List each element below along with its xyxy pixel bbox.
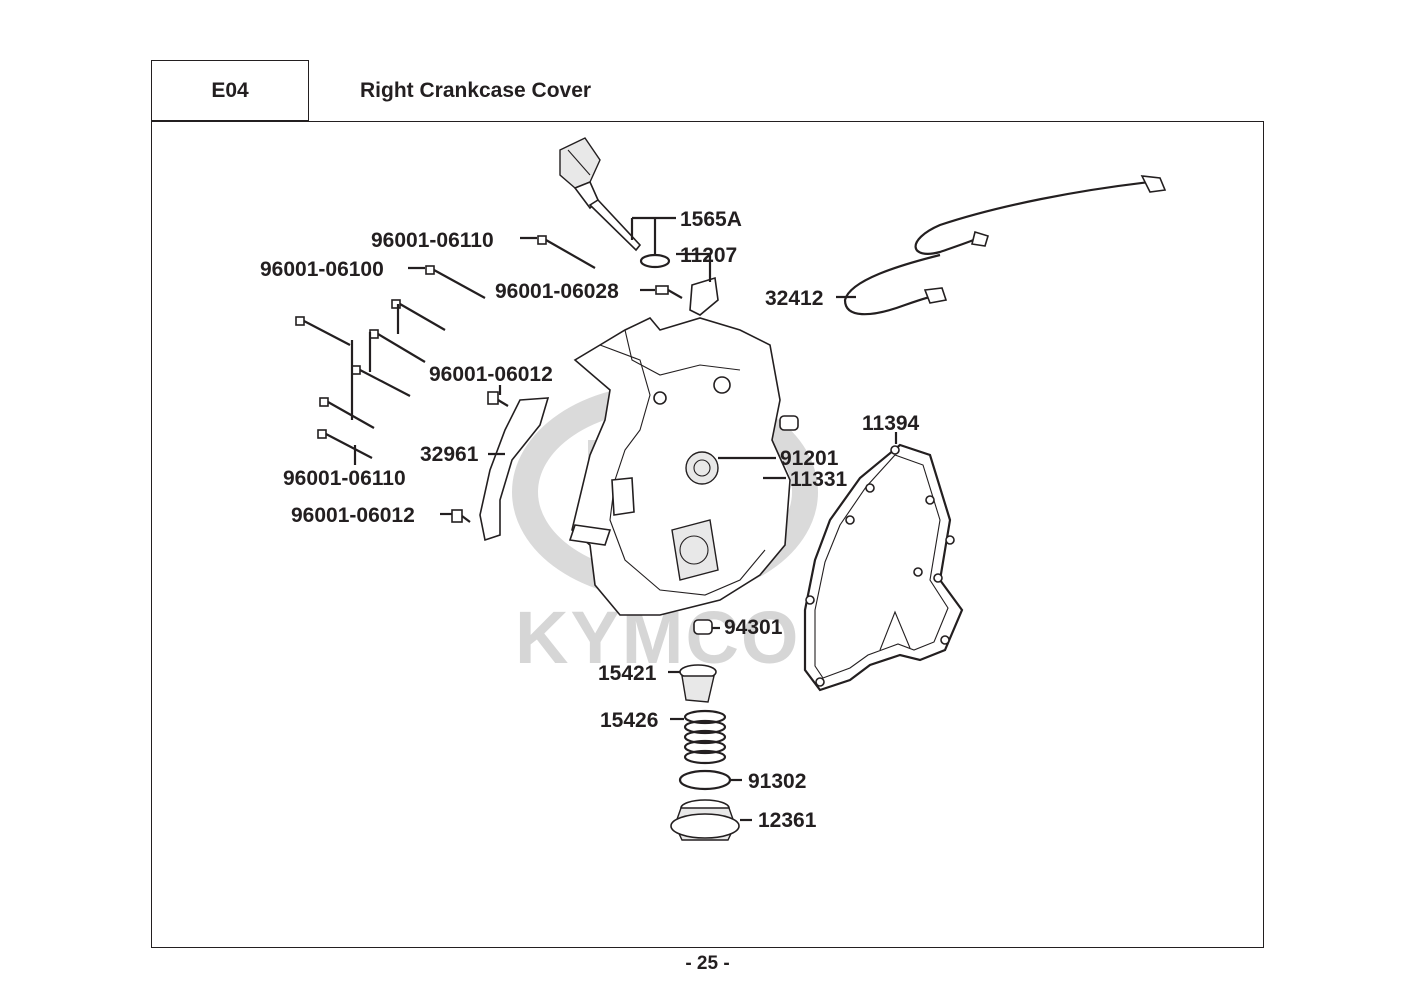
label-12361: 12361 [758,809,817,832]
crankcase-cover [568,317,791,616]
plate-32961 [479,397,550,542]
dowel-91201 [779,415,799,431]
spring-15426 [683,709,727,765]
dipstick-part [559,137,642,252]
label-96001-06110-top: 96001-06110 [371,229,494,252]
label-32961: 32961 [420,443,479,466]
label-91302: 91302 [748,770,806,793]
harness-32412 [843,175,1167,316]
label-1565A: 1565A [680,208,742,231]
label-91201: 91201 [780,447,839,470]
label-11331: 11331 [790,468,848,491]
label-96001-06028: 96001-06028 [495,280,619,303]
gasket-11394 [803,443,964,692]
label-15426: 15426 [600,709,658,732]
label-94301: 94301 [724,616,783,639]
label-32412: 32412 [765,287,823,310]
label-15421: 15421 [598,662,657,685]
label-11394: 11394 [862,412,920,435]
dowel-94301 [693,619,713,635]
label-11207: 11207 [680,244,737,267]
page-number: - 25 - [685,953,730,974]
cap-12361 [670,799,740,841]
strainer-15421 [679,664,717,703]
leader-lines [408,216,898,822]
label-96001-06012-mid: 96001-06012 [429,363,553,386]
o-ring-91302 [678,769,732,791]
small-bolts [451,285,683,523]
bolts-left [295,235,596,465]
diagram-frame [151,121,1264,948]
label-96001-06100: 96001-06100 [260,258,384,281]
label-96001-06012-bot: 96001-06012 [291,504,415,527]
section-code: E04 [151,60,309,121]
o-ring-11207 [639,253,671,269]
bracket-part [689,276,719,316]
label-96001-06110-bot: 96001-06110 [283,467,406,490]
